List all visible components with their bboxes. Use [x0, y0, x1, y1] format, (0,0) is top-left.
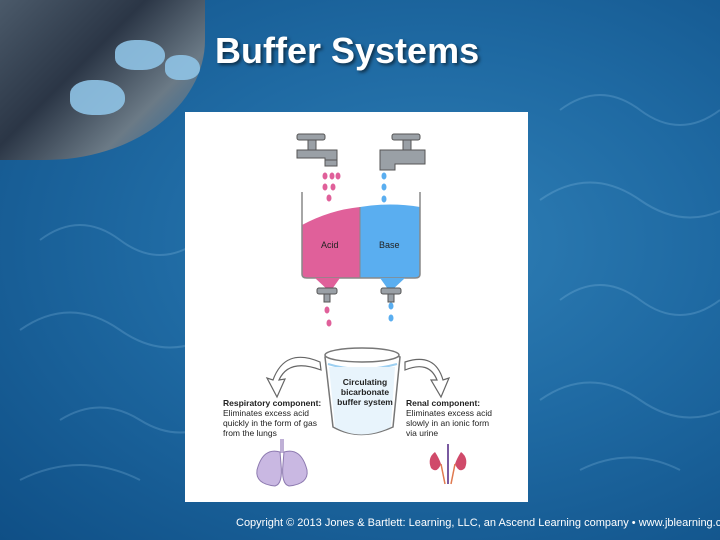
lungs-icon	[256, 439, 308, 487]
buffer-illustration	[256, 133, 467, 487]
curved-arrow-icon	[265, 356, 451, 399]
respiratory-component-label: Respiratory component: Eliminates excess…	[223, 398, 322, 438]
glove-shape	[165, 55, 200, 80]
outflow-drops-icon	[324, 302, 394, 327]
base-label: Base	[379, 240, 400, 250]
acid-drops-icon	[322, 172, 341, 202]
buffer-diagram: Acid Base Circulating bicarbonate buffer…	[185, 112, 528, 502]
valve-icon	[316, 287, 402, 303]
base-faucet-icon	[379, 133, 426, 171]
base-drops-icon	[381, 172, 387, 203]
beaker-icon	[324, 347, 401, 436]
glove-shape	[115, 40, 165, 70]
acid-label: Acid	[321, 240, 339, 250]
renal-component-label: Renal component: Eliminates excess acid …	[406, 398, 492, 438]
kidneys-icon	[429, 444, 467, 485]
acid-faucet-icon	[296, 133, 338, 167]
glove-shape	[70, 80, 125, 115]
slide-title: Buffer Systems	[215, 30, 480, 71]
tank-icon	[301, 192, 421, 292]
circulating-buffer-label: Circulating bicarbonate buffer system	[337, 377, 393, 407]
copyright-notice: Copyright © 2013 Jones & Bartlett: Learn…	[236, 517, 720, 529]
